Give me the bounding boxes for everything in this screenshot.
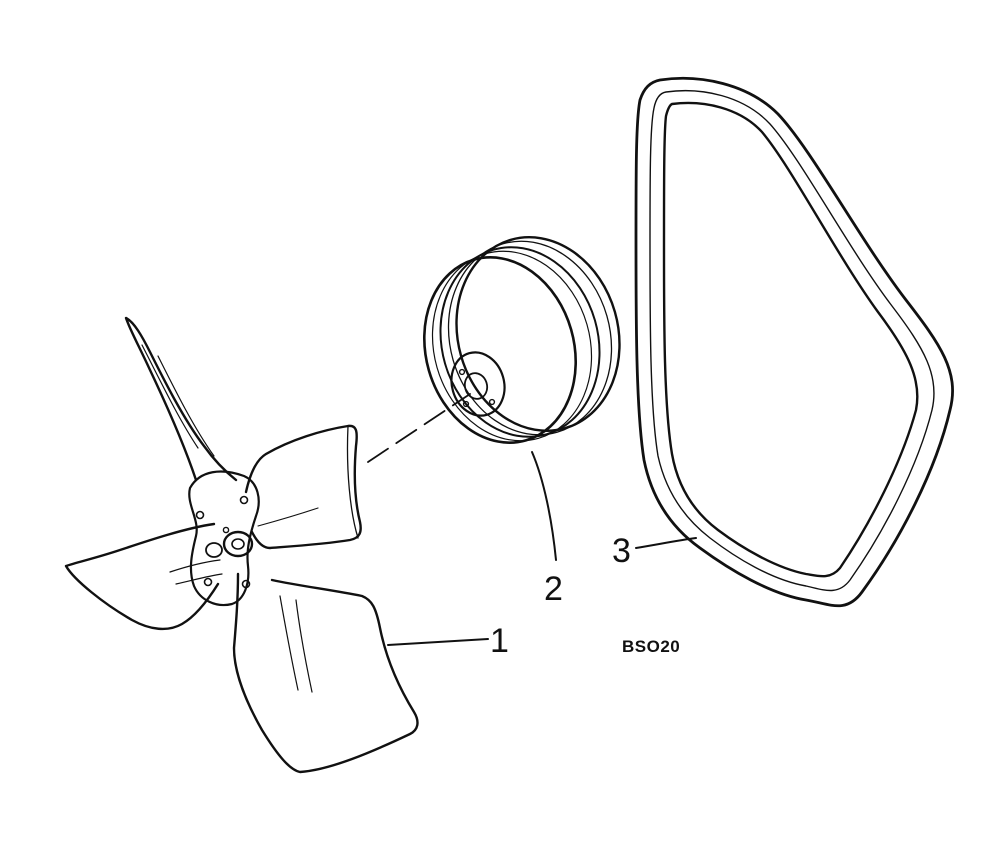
callout-label-3: 3 bbox=[612, 532, 631, 570]
callout-label-1: 1 bbox=[490, 622, 509, 660]
fan-blade-icon bbox=[64, 316, 419, 774]
assembly-axis-line bbox=[367, 393, 471, 463]
callout-label-2: 2 bbox=[544, 570, 563, 608]
leader-lines bbox=[387, 451, 697, 646]
drive-belt-icon bbox=[634, 76, 954, 608]
pulley-icon bbox=[422, 236, 621, 444]
reference-code: BSO20 bbox=[622, 637, 680, 656]
